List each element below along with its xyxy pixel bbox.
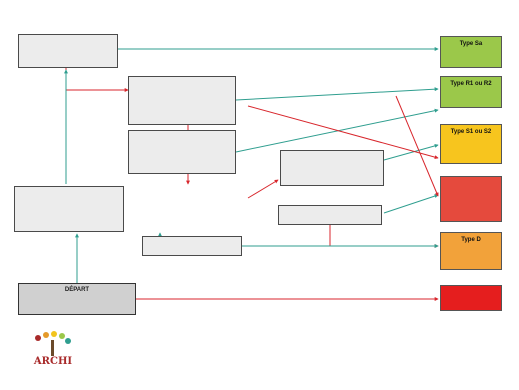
question-6 <box>278 205 382 225</box>
start-question[interactable] <box>19 293 135 295</box>
tree-icon <box>35 331 71 356</box>
arrow-q5-s <box>383 143 439 161</box>
question-2 <box>128 76 236 125</box>
result-type-r1-r2: Type R1 ou R2 <box>440 76 502 108</box>
result-d-title: Type D <box>461 237 481 243</box>
footnotes <box>94 319 508 381</box>
archi-logo: ARCHI <box>30 330 76 380</box>
result-s-title: Type S1 ou S2 <box>450 129 492 135</box>
question-3 <box>128 130 236 174</box>
start-box: DÉPART <box>18 283 136 315</box>
result-type-d: Type D <box>440 232 502 270</box>
result-sa-title: Type Sa <box>459 41 483 47</box>
arrow-q2-r <box>235 87 439 101</box>
arrow-q6-r <box>383 194 439 214</box>
arrow-q3-r <box>235 108 439 153</box>
result-type-sa: Type Sa <box>440 36 502 68</box>
arrow-cross-2 <box>395 95 439 197</box>
question-7 <box>142 236 242 256</box>
question-5 <box>280 150 384 186</box>
logo-word: ARCHI <box>33 356 73 367</box>
start-label: DÉPART <box>64 287 90 293</box>
result-type-ac <box>440 176 502 222</box>
result-type-m <box>440 285 502 311</box>
result-type-s1-s2: Type S1 ou S2 <box>440 124 502 164</box>
arrow-q4-r <box>247 179 279 199</box>
question-4 <box>14 186 124 232</box>
result-r-title: Type R1 ou R2 <box>450 81 492 87</box>
arrow-cross-1 <box>247 105 439 160</box>
arrow-q1-q2 <box>65 68 129 92</box>
arrow-q6-down <box>329 225 439 248</box>
question-1 <box>18 34 118 68</box>
